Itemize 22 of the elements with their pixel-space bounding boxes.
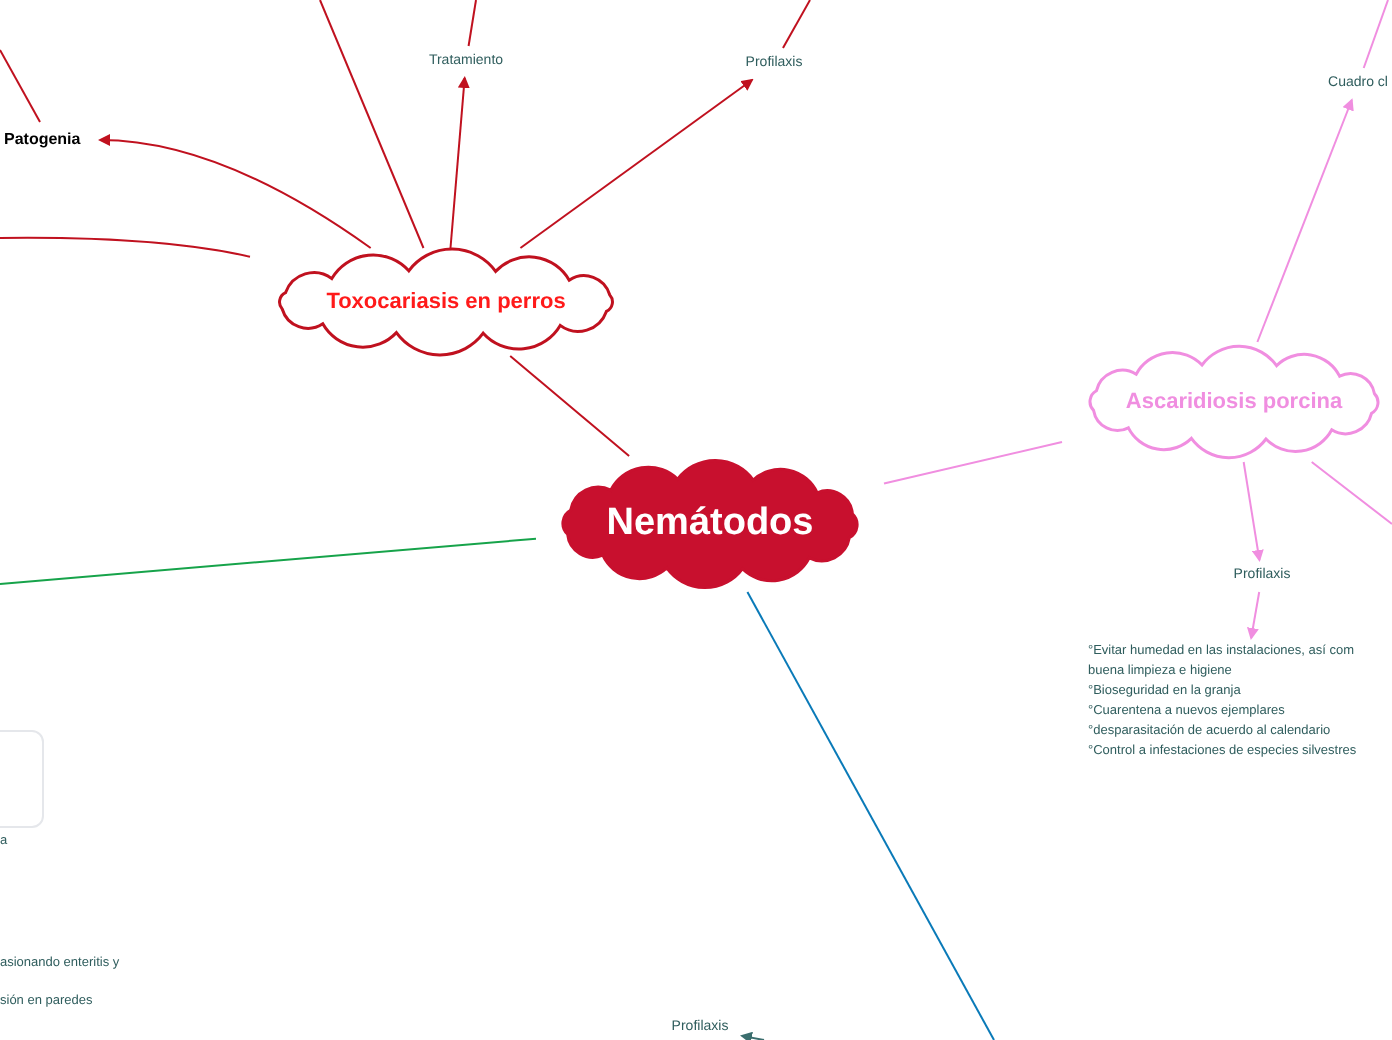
connector-line (1362, 0, 1389, 69)
arrow (1256, 98, 1354, 343)
connector-line (319, 0, 425, 249)
connector-line (0, 236, 251, 258)
topic-title: Ascaridiosis porcina (1125, 387, 1343, 418)
arrow (519, 78, 754, 249)
arrow (1247, 591, 1261, 640)
connector-line (467, 0, 477, 47)
topic-title: Nemátodos (606, 499, 814, 548)
connector-line (746, 591, 995, 1040)
connector-line (509, 355, 631, 457)
arrow (740, 1031, 765, 1040)
connector-line (782, 0, 811, 49)
arrow (449, 76, 470, 249)
connector-line (0, 537, 537, 585)
arrow (98, 134, 372, 249)
topic-label: Patogenia (4, 128, 83, 152)
connector-line (1310, 461, 1392, 525)
arrow (1242, 461, 1264, 562)
connector-line (0, 49, 41, 123)
topic-title: Toxocariasis en perros (326, 287, 566, 318)
connector-line (883, 441, 1063, 485)
